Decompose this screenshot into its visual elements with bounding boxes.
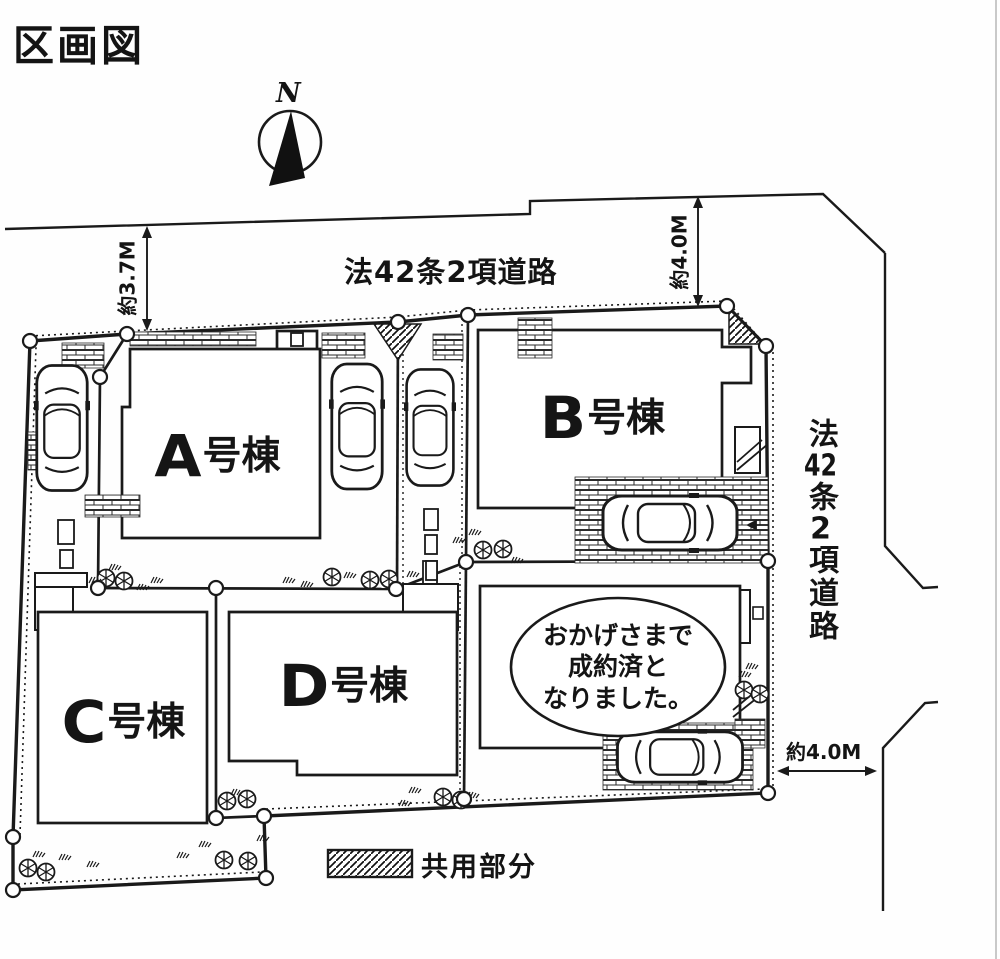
building-b-suffix: 号棟 bbox=[587, 395, 666, 441]
sold-note-line: なりました。 bbox=[542, 683, 694, 713]
dimension-label-right: 約4.0M bbox=[786, 740, 862, 764]
right-road-label-char: 項 bbox=[803, 544, 838, 577]
building-a-outline bbox=[120, 329, 322, 540]
building-a-letter: A bbox=[154, 422, 202, 490]
right-road-label-char: 2 bbox=[810, 514, 831, 544]
top-road-label: 法42条2項道路 bbox=[344, 255, 558, 289]
car-icon bbox=[616, 729, 744, 785]
building-c-label: C 号棟 bbox=[61, 688, 186, 756]
building-b-letter: B bbox=[539, 384, 587, 452]
building-c-outline bbox=[34, 572, 209, 825]
building-c-suffix: 号棟 bbox=[107, 699, 186, 745]
right-road-label: 法42条2項道路 bbox=[803, 418, 838, 643]
building-b-outline bbox=[476, 328, 761, 510]
shared-area-hatch bbox=[372, 307, 765, 362]
compass-north-label: N bbox=[276, 78, 301, 109]
north-arrow-icon bbox=[269, 111, 305, 186]
road-edges bbox=[4, 192, 939, 911]
sold-note-ellipse bbox=[509, 596, 727, 738]
right-road-label-char: 法 bbox=[803, 418, 838, 451]
car-icon bbox=[601, 493, 739, 553]
dimension-arrows bbox=[142, 196, 877, 776]
legend-shared-area-label: 共用部分 bbox=[421, 852, 537, 883]
building-c-letter: C bbox=[61, 688, 107, 756]
building-d-letter: D bbox=[278, 652, 330, 720]
building-d-label: D 号棟 bbox=[278, 652, 409, 720]
right-road-label-char: 条 bbox=[803, 481, 838, 514]
car-icon bbox=[34, 363, 90, 493]
car-icon bbox=[404, 367, 456, 488]
sold-note-text: おかげさまで 成約済と なりました。 bbox=[543, 620, 693, 714]
building-a-label: A 号棟 bbox=[154, 422, 281, 490]
legend-shared-area-swatch bbox=[326, 848, 414, 879]
car-icon bbox=[329, 362, 385, 491]
building-b-label: B 号棟 bbox=[539, 384, 666, 452]
sold-note-line: おかげさまで bbox=[542, 621, 694, 651]
scan-edge-artifact bbox=[995, 0, 997, 959]
building-d-suffix: 号棟 bbox=[330, 663, 409, 709]
compass-icon bbox=[257, 109, 323, 186]
sold-note-line: 成約済と bbox=[567, 652, 669, 682]
boundary-markers bbox=[4, 297, 777, 899]
page-title: 区画図 bbox=[13, 21, 145, 72]
dimension-label-top-right: 約4.0M bbox=[667, 214, 692, 290]
right-road-label-char: 路 bbox=[803, 610, 838, 643]
dimension-label-left: 約3.7M bbox=[115, 240, 140, 316]
right-road-label-char: 道 bbox=[803, 577, 838, 610]
site-small-rects bbox=[57, 508, 439, 581]
building-a-suffix: 号棟 bbox=[202, 433, 281, 479]
right-road-label-char: 42 bbox=[804, 451, 837, 481]
